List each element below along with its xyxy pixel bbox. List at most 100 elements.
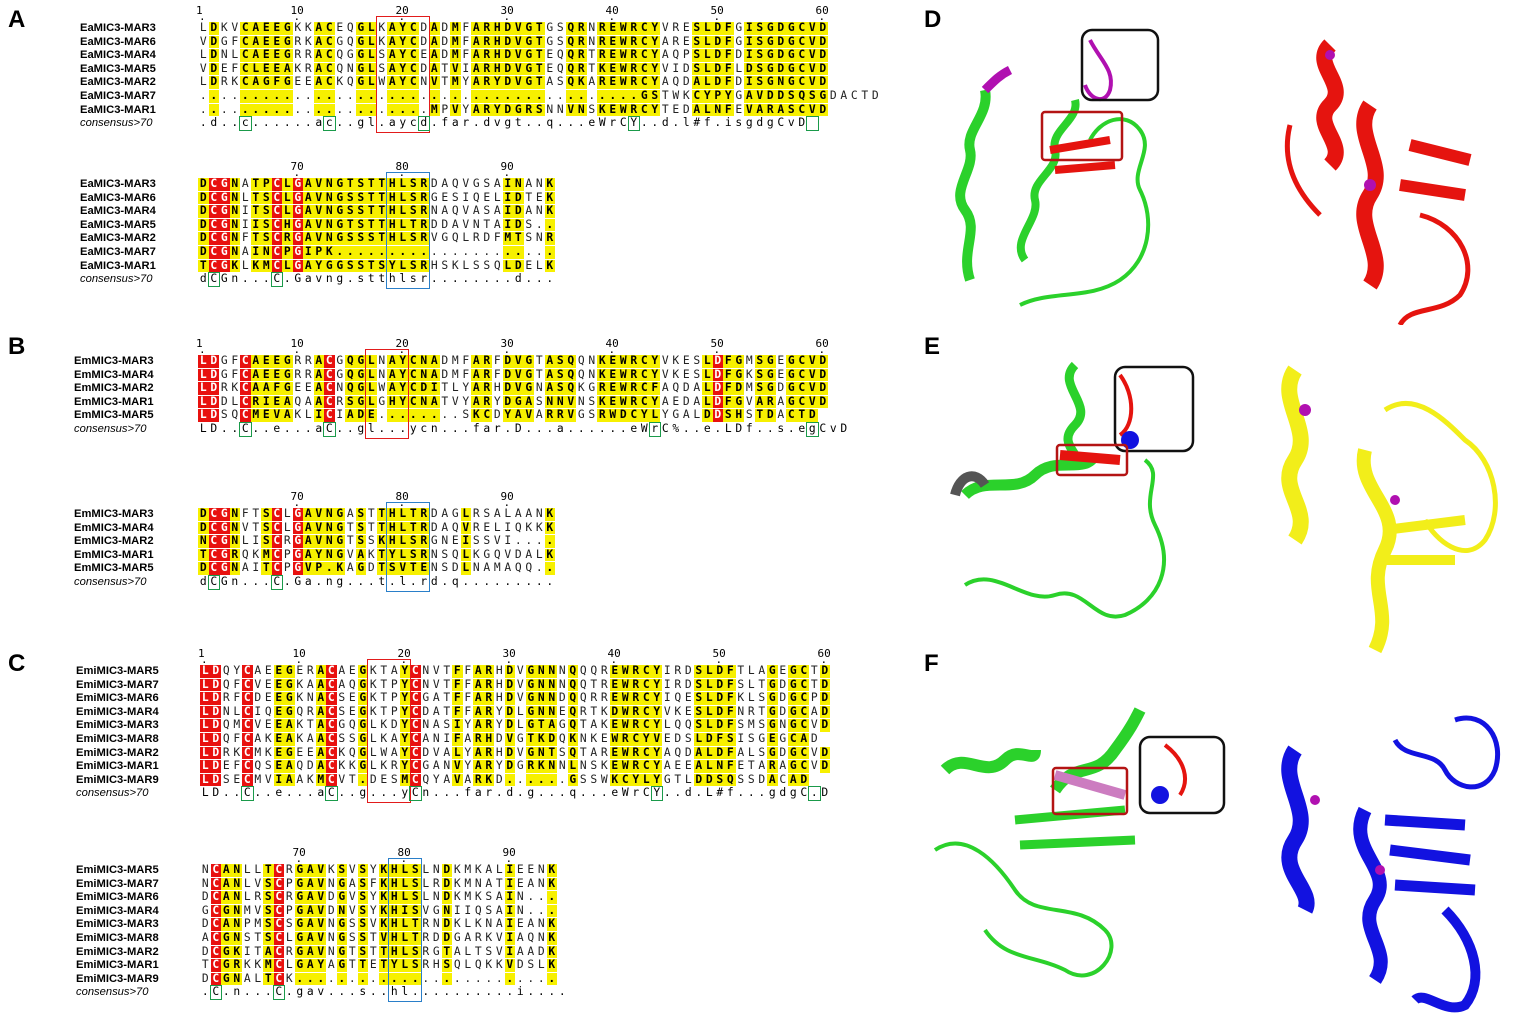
ribbon-helix-e2 bbox=[1063, 361, 1086, 469]
residue-cell: G bbox=[219, 204, 230, 218]
ruler-dot: . bbox=[201, 653, 208, 666]
residue-cell: A bbox=[453, 944, 461, 958]
residue-cell: . bbox=[506, 985, 514, 999]
residue-cell: . bbox=[674, 786, 682, 800]
residue-cell: A bbox=[313, 21, 324, 35]
residue-cell: G bbox=[334, 204, 345, 218]
residue-cell: A bbox=[303, 190, 314, 205]
residue-cell: G bbox=[639, 89, 650, 103]
residue-cell: P bbox=[313, 245, 324, 259]
residue-cell: N bbox=[577, 394, 585, 408]
residue-cell: L bbox=[198, 394, 209, 409]
residue-cell: t bbox=[514, 116, 522, 130]
residue-cell: d bbox=[756, 116, 764, 130]
residue-cell: C bbox=[273, 958, 284, 972]
residue-cell: G bbox=[378, 394, 386, 408]
residue-cell: N bbox=[198, 534, 209, 548]
residue-cell: A bbox=[682, 408, 690, 422]
residue-cell: A bbox=[221, 876, 232, 891]
ruler-dot: . bbox=[503, 10, 511, 23]
residue-cell: P bbox=[390, 704, 398, 718]
residue-cell: e bbox=[798, 422, 806, 435]
residue-cell: D bbox=[702, 408, 713, 422]
residue-cell: A bbox=[744, 89, 755, 103]
highlight-box-d-site bbox=[1040, 110, 1124, 162]
residue-cell: v bbox=[829, 422, 837, 435]
residue-cell: K bbox=[474, 863, 482, 876]
residue-cell: E bbox=[418, 561, 429, 575]
residue-cell: K bbox=[745, 367, 753, 381]
residue-cell: V bbox=[513, 75, 524, 89]
residue-cell: D bbox=[513, 204, 524, 218]
sequence-name: EmiMIC3-MAR8 bbox=[76, 733, 159, 745]
residue-cell: . bbox=[327, 985, 335, 999]
residue-cell: W bbox=[620, 718, 631, 732]
residue-cell: D bbox=[198, 520, 209, 535]
residue-cell: Q bbox=[556, 48, 564, 62]
residue-cell: . bbox=[609, 422, 617, 435]
residue-cell: A bbox=[546, 718, 557, 732]
residue-cell: R bbox=[483, 718, 494, 732]
residue-cell: . bbox=[294, 89, 302, 102]
residue-cell: A bbox=[282, 61, 293, 76]
residue-cell: A bbox=[663, 759, 671, 773]
residue-cell: E bbox=[264, 718, 272, 732]
residue-cell: D bbox=[684, 664, 692, 677]
sequence-name: EmiMIC3-MAR9 bbox=[76, 972, 159, 985]
residue-cell: . bbox=[378, 422, 386, 435]
ribbon-site-f bbox=[1053, 770, 1127, 800]
residue-cell: G bbox=[523, 61, 534, 76]
ribbon-sheet-d bbox=[1049, 136, 1116, 174]
residue-cell: A bbox=[284, 759, 295, 773]
ruler-tick: 50 bbox=[712, 647, 726, 660]
residue-cell: G bbox=[221, 931, 232, 945]
residue-cell: F bbox=[725, 664, 736, 678]
residue-cell: a bbox=[388, 116, 396, 130]
residue-cell: F bbox=[452, 704, 463, 719]
residue-cell: E bbox=[261, 61, 272, 76]
residue-cell: M bbox=[243, 903, 251, 917]
residue-cell: A bbox=[798, 732, 809, 746]
ruler-tick: 60 bbox=[815, 337, 829, 350]
ruler-dot: . bbox=[818, 343, 826, 356]
residue-cell: E bbox=[271, 367, 282, 382]
residue-cell: S bbox=[408, 534, 419, 548]
residue-cell: . bbox=[389, 971, 400, 986]
residue-cell: G bbox=[767, 664, 778, 678]
residue-cell: . bbox=[514, 534, 522, 548]
residue-cell: . bbox=[199, 116, 207, 130]
sequence-name: EmiMIC3-MAR5 bbox=[76, 665, 159, 677]
residue-cell: S bbox=[807, 89, 818, 103]
residue-cell: . bbox=[243, 985, 251, 999]
residue-cell: D bbox=[765, 408, 776, 422]
residue-cell: N bbox=[324, 204, 335, 218]
residue-cell: G bbox=[219, 534, 230, 548]
residue-cell: L bbox=[366, 48, 377, 62]
residue-cell: . bbox=[472, 245, 480, 258]
residue-cell: . bbox=[231, 116, 239, 130]
residue-cell: N bbox=[537, 917, 545, 931]
residue-cell: T bbox=[661, 89, 669, 102]
residue-cell: C bbox=[208, 547, 219, 562]
residue-cell: V bbox=[313, 534, 324, 548]
residue-cell: V bbox=[504, 732, 515, 746]
residue-cell: V bbox=[315, 944, 326, 959]
residue-cell: f bbox=[464, 786, 472, 800]
residue-cell: S bbox=[556, 21, 564, 34]
residue-cell: . bbox=[514, 575, 522, 588]
residue-cell: n bbox=[325, 272, 333, 286]
residue-cell: T bbox=[366, 204, 377, 218]
residue-cell: C bbox=[410, 691, 421, 705]
residue-cell: S bbox=[758, 745, 766, 759]
residue-cell: F bbox=[725, 677, 736, 692]
accent-f-3 bbox=[1375, 865, 1385, 875]
residue-cell: . bbox=[346, 102, 354, 116]
residue-cell: C bbox=[850, 89, 858, 102]
residue-cell: R bbox=[576, 21, 587, 35]
residue-cell: G bbox=[292, 520, 303, 535]
residue-cell: V bbox=[313, 217, 324, 232]
residue-cell: R bbox=[432, 876, 440, 890]
residue-cell: A bbox=[513, 408, 524, 422]
residue-cell: R bbox=[304, 354, 312, 367]
residue-cell: . bbox=[546, 272, 554, 286]
